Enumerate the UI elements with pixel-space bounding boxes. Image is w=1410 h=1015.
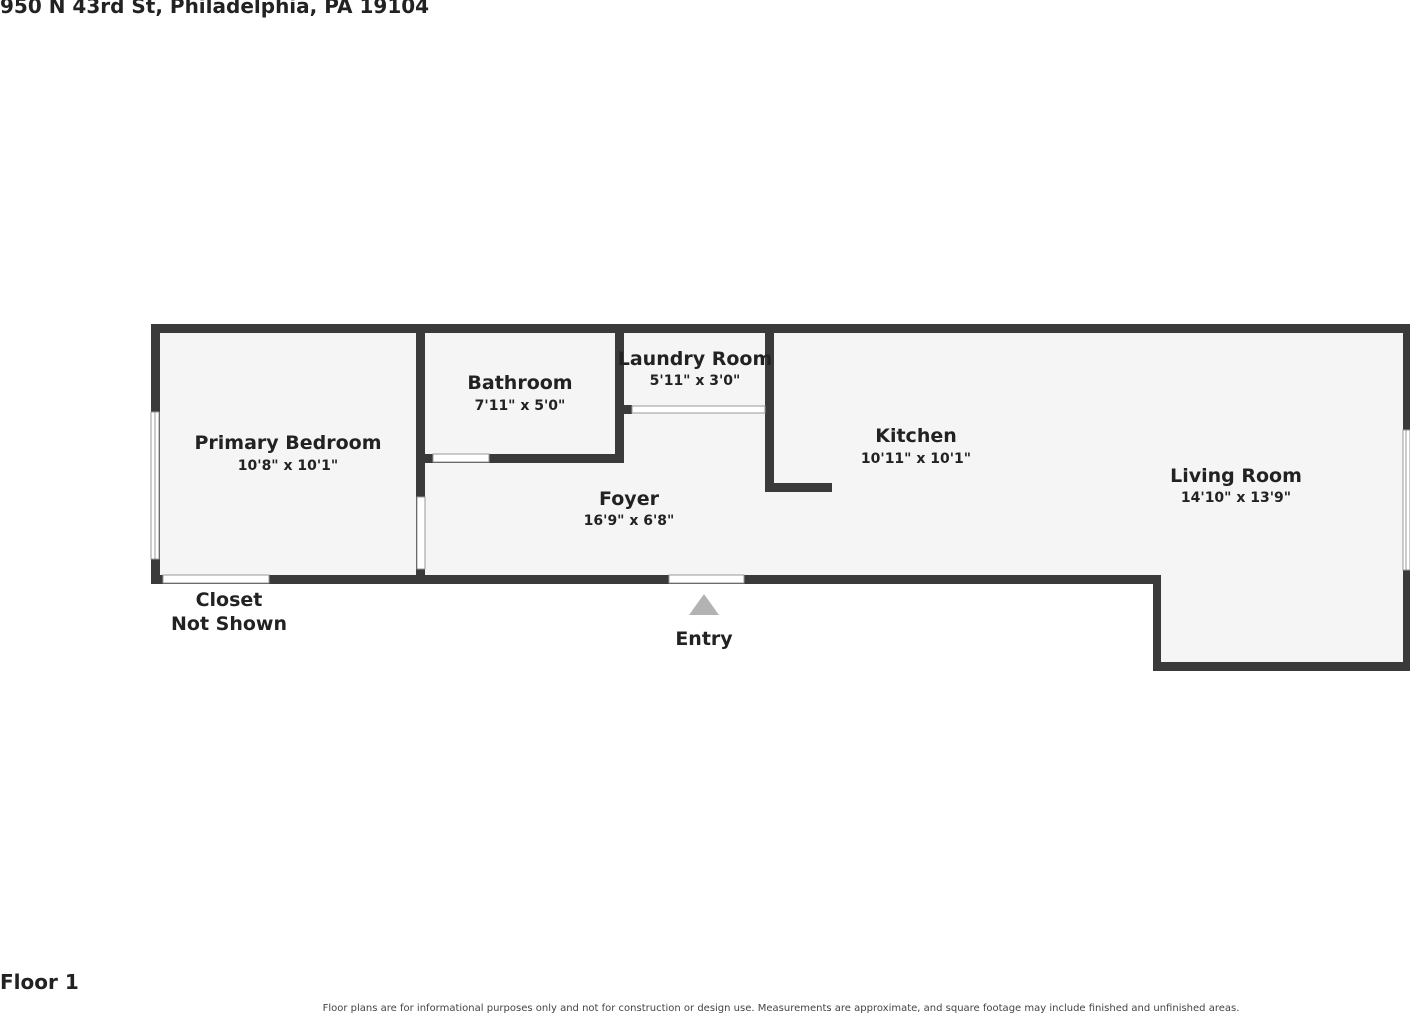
wall-bottom — [151, 575, 1161, 584]
room-dims-living-room: 14'10" x 13'9" — [1181, 490, 1291, 506]
closet-label-line2: Not Shown — [171, 613, 287, 635]
wall-laundry-post — [622, 405, 632, 414]
room-dims-kitchen: 10'11" x 10'1" — [861, 451, 971, 467]
wall-living-step — [1153, 575, 1161, 671]
address-title: 950 N 43rd St, Philadelphia, PA 19104 — [0, 0, 430, 18]
floor-area — [152, 326, 1410, 670]
wall-living-bottom — [1153, 662, 1410, 671]
wall-top — [151, 324, 1410, 333]
bathroom-door — [432, 453, 490, 463]
room-name-bathroom: Bathroom — [467, 372, 572, 394]
room-dims-laundry-room: 5'11" x 3'0" — [650, 373, 741, 389]
entry-label: Entry — [675, 628, 733, 650]
wall-bathroom-bottom — [416, 454, 624, 463]
closet-opening — [162, 574, 270, 584]
laundry-opening — [631, 405, 766, 414]
entry-arrow-icon — [689, 594, 719, 615]
floor-label: Floor 1 — [0, 970, 79, 994]
room-name-living-room: Living Room — [1170, 465, 1302, 487]
room-dims-primary-bedroom: 10'8" x 10'1" — [238, 458, 338, 474]
room-dims-bathroom: 7'11" x 5'0" — [475, 398, 566, 414]
wall-kitchen-stub — [765, 483, 832, 492]
bedroom-door — [416, 496, 426, 570]
wall-laundry-right — [765, 324, 774, 492]
room-name-primary-bedroom: Primary Bedroom — [194, 432, 381, 454]
wall-bathroom-right — [615, 324, 624, 463]
room-name-laundry-room: Laundry Room — [618, 348, 773, 370]
room-name-foyer: Foyer — [599, 488, 660, 510]
closet-label-line1: Closet — [196, 589, 263, 611]
disclaimer: Floor plans are for informational purpos… — [322, 1003, 1240, 1014]
room-name-kitchen: Kitchen — [875, 425, 957, 447]
entry-door — [668, 574, 745, 584]
room-dims-foyer: 16'9" x 6'8" — [584, 513, 675, 529]
wall-bedroom-partition — [416, 324, 425, 583]
openings — [150, 405, 1410, 584]
